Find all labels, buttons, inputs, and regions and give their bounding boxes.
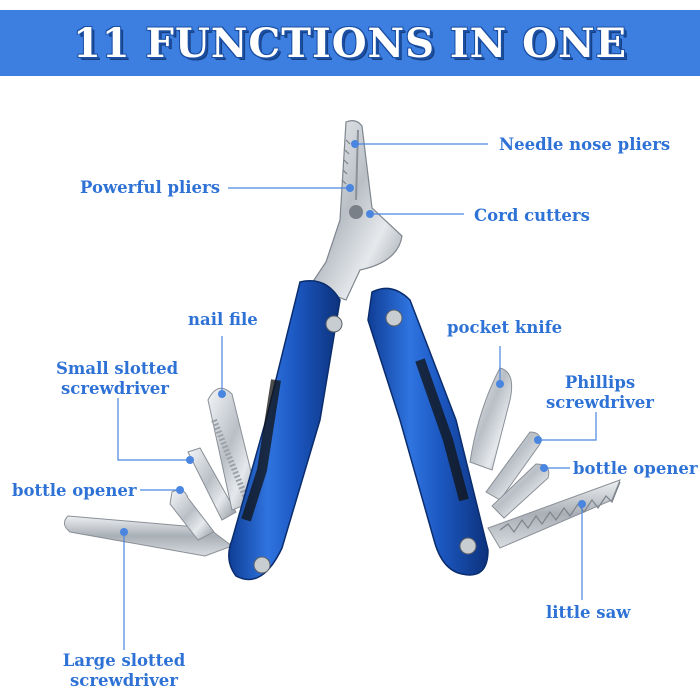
phillips-leader — [538, 412, 597, 441]
left-bottle-opener-dot — [176, 486, 184, 494]
right-bottle-opener-blade — [491, 463, 550, 519]
nail-file-dot — [218, 390, 226, 398]
label-needle-nose-pliers: Needle nose pliers — [499, 135, 671, 154]
label-phillips-line1: Phillips — [564, 373, 636, 392]
label-large-slotted-screwdriver: Large slotted screwdriver — [62, 651, 186, 691]
label-bottle-opener-right: bottle opener — [573, 459, 698, 478]
pocket-knife-blade — [469, 367, 513, 471]
left-handle — [228, 280, 343, 581]
label-small-slotted-line2: screwdriver — [60, 379, 169, 398]
callout-dots — [120, 140, 586, 536]
right-bottle-opener-dot — [540, 464, 548, 472]
little-saw-dot — [578, 500, 586, 508]
small-slotted-screwdriver-blade — [187, 447, 237, 521]
label-little-saw: little saw — [546, 603, 631, 622]
label-small-slotted-screwdriver: Small slotted screwdriver — [56, 359, 179, 399]
callout-lines — [117, 143, 597, 650]
small-slotted-dot — [186, 456, 194, 464]
large-slotted-dot — [120, 528, 128, 536]
label-phillips-line2: screwdriver — [545, 393, 654, 412]
label-pocket-knife: pocket knife — [447, 318, 563, 337]
label-small-slotted-line1: Small slotted — [56, 359, 179, 378]
title-banner: 11 FUNCTIONS IN ONE — [0, 10, 700, 76]
phillips-dot — [534, 436, 542, 444]
little-saw-blade — [487, 479, 621, 549]
label-nail-file: nail file — [188, 310, 258, 329]
pocket-knife-dot — [496, 380, 504, 388]
label-cord-cutters: Cord cutters — [474, 206, 590, 225]
cord-cutters-dot — [366, 210, 374, 218]
label-powerful-pliers: Powerful pliers — [80, 178, 221, 197]
small-slotted-leader — [117, 398, 190, 461]
label-bottle-opener-left: bottle opener — [12, 481, 137, 500]
label-large-slotted-line1: Large slotted — [62, 651, 186, 670]
right-handle — [367, 287, 489, 576]
powerful-pliers-dot — [346, 184, 354, 192]
needle-nose-dot — [351, 140, 359, 148]
banner-title: 11 FUNCTIONS IN ONE — [72, 19, 628, 67]
large-slotted-screwdriver-blade — [64, 515, 234, 557]
label-large-slotted-line2: screwdriver — [69, 671, 178, 690]
label-phillips-screwdriver: Phillips screwdriver — [540, 373, 660, 413]
